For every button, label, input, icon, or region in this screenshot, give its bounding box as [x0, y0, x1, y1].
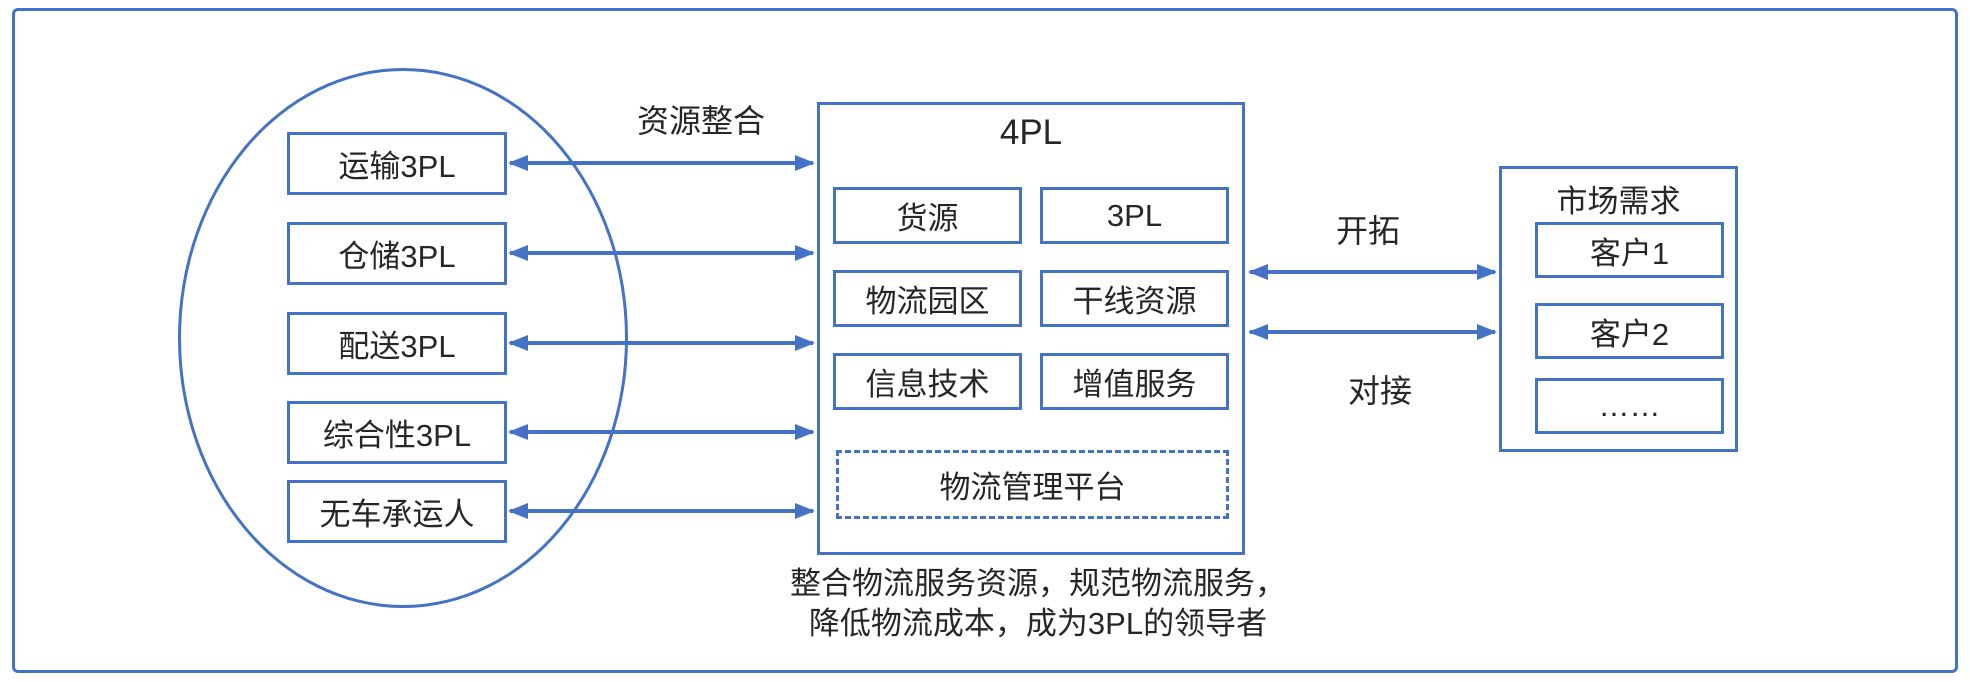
market-demand-title: 市场需求	[1556, 184, 1681, 219]
more-customers-box: ……	[1535, 378, 1724, 434]
cell-trunk-resources: 干线资源	[1040, 270, 1229, 327]
market-demand-box: 市场需求 客户1 客户2 ……	[1499, 166, 1738, 452]
logistics-management-platform-box: 物流管理平台	[836, 450, 1229, 519]
cell-logistics-park: 物流园区	[833, 270, 1022, 327]
customer-2-box: 客户2	[1535, 303, 1724, 359]
fourpl-title: 4PL	[999, 113, 1063, 152]
connect-label: 对接	[1347, 373, 1412, 409]
left-box-truckless-carrier: 无车承运人	[287, 480, 507, 543]
left-box-transport-3pl: 运输3PL	[287, 132, 507, 195]
cell-3pl: 3PL	[1040, 187, 1229, 244]
expand-label: 开拓	[1335, 213, 1400, 249]
cell-value-added-services: 增值服务	[1040, 353, 1229, 410]
outer-frame	[12, 8, 1958, 673]
left-box-warehouse-3pl: 仓储3PL	[287, 222, 507, 285]
cell-information-technology: 信息技术	[833, 353, 1022, 410]
fourpl-box: 4PL 货源 3PL 物流园区 干线资源 信息技术 增值服务 物流管理平台	[817, 102, 1245, 555]
left-box-comprehensive-3pl: 综合性3PL	[287, 401, 507, 464]
caption-line-2: 降低物流成本，成为3PL的领导者	[808, 606, 1268, 641]
caption-line-1: 整合物流服务资源，规范物流服务，	[790, 566, 1286, 601]
left-box-delivery-3pl: 配送3PL	[287, 312, 507, 375]
cell-cargo-source: 货源	[833, 187, 1022, 244]
caption: 整合物流服务资源，规范物流服务， 降低物流成本，成为3PL的领导者	[688, 564, 1388, 644]
customer-1-box: 客户1	[1535, 222, 1724, 278]
resource-integration-label: 资源整合	[636, 103, 765, 139]
